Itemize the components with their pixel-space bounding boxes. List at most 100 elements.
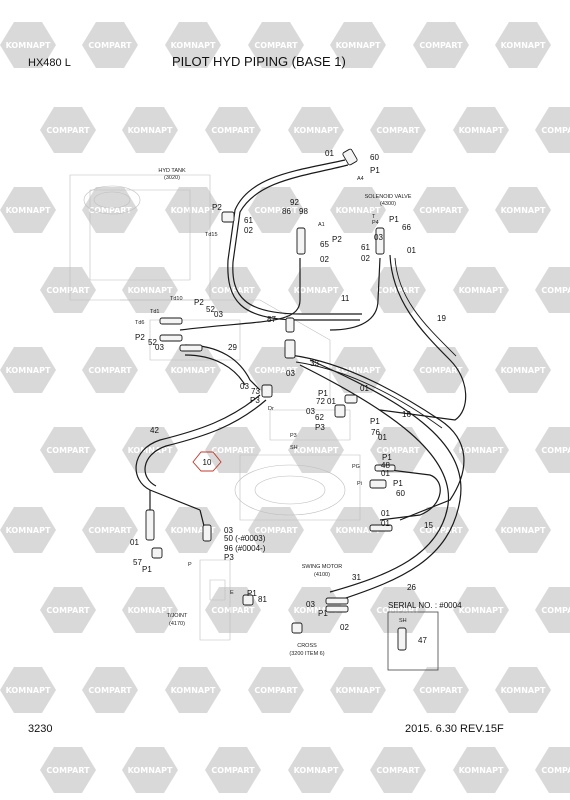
machine-ghost-outline [69, 174, 361, 641]
part-label-l60-top: 60 [370, 153, 379, 162]
watermark-hexagon [288, 267, 344, 313]
part-label-l03-e: 03 [306, 407, 315, 416]
watermark-text: COMPART [419, 206, 463, 215]
callout-10 [192, 451, 222, 472]
watermark-text: KOMNAPT [336, 686, 381, 695]
part-label-l62: 62 [315, 413, 324, 422]
watermark-hexagon [495, 347, 551, 393]
watermark-text: COMPART [88, 526, 132, 535]
part-label-l01-mid: 01 [327, 397, 336, 406]
watermark-hexagon [248, 347, 304, 393]
watermark-hexagon [495, 507, 551, 553]
watermark-hexagon [165, 667, 221, 713]
hose-lines [135, 159, 467, 601]
part-label-l02-tank: 02 [244, 226, 253, 235]
part-label-lP3-c: P3 [224, 553, 234, 562]
note-50: 50 (-#0003) [224, 534, 266, 543]
watermark-text: KOMNAPT [501, 366, 546, 375]
watermark-text: COMPART [419, 366, 463, 375]
part-label-l03-c: 03 [240, 382, 249, 391]
watermark-text: KOMNAPT [171, 366, 216, 375]
swing-motor-label: SWING MOTOR [302, 564, 343, 570]
port-a1: A1 [318, 222, 325, 228]
watermark-text: KOMNAPT [459, 446, 504, 455]
watermark-text: COMPART [88, 686, 132, 695]
part-label-l52-b: 52 [148, 338, 157, 347]
watermark-text: KOMNAPT [501, 526, 546, 535]
watermark-text: COMPART [419, 41, 463, 50]
watermark-hexagon [370, 587, 426, 633]
watermark-text: KOMNAPT [294, 286, 339, 295]
part-label-l26: 26 [407, 583, 416, 592]
watermark-hexagon [495, 187, 551, 233]
solenoid-valve-label: SOLENOID VALVE [365, 194, 412, 200]
watermark-text: COMPART [254, 366, 298, 375]
watermark-hexagon [40, 267, 96, 313]
part-label-l01-r4: 01 [381, 519, 390, 528]
watermark-hexagon [0, 187, 56, 233]
part-label-lP1-r3: P1 [393, 479, 403, 488]
part-label-l01-sv: 01 [407, 246, 416, 255]
part-label-lP1-top: P1 [370, 166, 380, 175]
part-label-l33: 33 [310, 359, 319, 368]
watermark-hexagon [82, 22, 138, 68]
part-label-l29: 29 [228, 343, 237, 352]
watermark-text: COMPART [46, 446, 90, 455]
watermark-hexagon [453, 587, 509, 633]
watermark-text: KOMNAPT [501, 686, 546, 695]
watermark-hexagon [40, 587, 96, 633]
model-label: HX480 L [28, 57, 71, 69]
watermark-text: KOMNAPT [501, 206, 546, 215]
watermark-hexagon [0, 22, 56, 68]
part-label-lP2-tank: P2 [212, 203, 222, 212]
watermark-text: KOMNAPT [459, 766, 504, 775]
part-label-l61-mid: 61 [361, 243, 370, 252]
watermark-text: COMPART [254, 526, 298, 535]
serial-number-label: SERIAL NO. : #0004 [388, 601, 462, 610]
part-label-l60-r: 60 [396, 489, 405, 498]
watermark-text: KOMNAPT [171, 526, 216, 535]
callout-10-label: 10 [203, 458, 212, 467]
part-label-l76: 76 [371, 428, 380, 437]
watermark-text: KOMNAPT [128, 286, 173, 295]
watermark-text: KOMNAPT [171, 206, 216, 215]
watermark-hexagon [122, 587, 178, 633]
note-96: 96 (#0004-) [224, 544, 266, 553]
watermark-text: KOMNAPT [336, 526, 381, 535]
watermark-text: KOMNAPT [128, 446, 173, 455]
watermark-text: KOMNAPT [6, 366, 51, 375]
watermark-hexagon [413, 187, 469, 233]
watermark-hexagon [330, 347, 386, 393]
watermark-text: COMPART [211, 766, 255, 775]
part-label-l03-b: 03 [155, 343, 164, 352]
watermark-hexagon [495, 667, 551, 713]
watermark-text: COMPART [46, 606, 90, 615]
part-label-l03-sv: 03 [374, 233, 383, 242]
watermark-text: COMPART [88, 41, 132, 50]
part-label-l98: 98 [299, 207, 308, 216]
part-label-l02-mid-b: 02 [361, 254, 370, 263]
watermark-text: KOMNAPT [336, 366, 381, 375]
part-label-l15: 15 [424, 521, 433, 530]
watermark-text: KOMNAPT [6, 206, 51, 215]
watermark-hexagon [82, 347, 138, 393]
watermark-hexagon [40, 107, 96, 153]
port-td1: Td1 [150, 309, 159, 315]
watermark-text: COMPART [419, 686, 463, 695]
watermark-text: COMPART [46, 286, 90, 295]
watermark-hexagon [205, 267, 261, 313]
watermark-hexagon [205, 107, 261, 153]
part-label-l57: 57 [133, 558, 142, 567]
port-a4: A4 [357, 176, 364, 182]
part-label-l03-a: 03 [214, 310, 223, 319]
part-label-lP1-left: P1 [142, 565, 152, 574]
watermark-hexagon [453, 427, 509, 473]
watermark-hexagon [370, 107, 426, 153]
part-label-lP2-left: P2 [194, 298, 204, 307]
port-pg: PG [352, 464, 360, 470]
watermark-hexagon [535, 427, 570, 473]
part-label-l81: 81 [258, 595, 267, 604]
watermark-text: COMPART [46, 766, 90, 775]
